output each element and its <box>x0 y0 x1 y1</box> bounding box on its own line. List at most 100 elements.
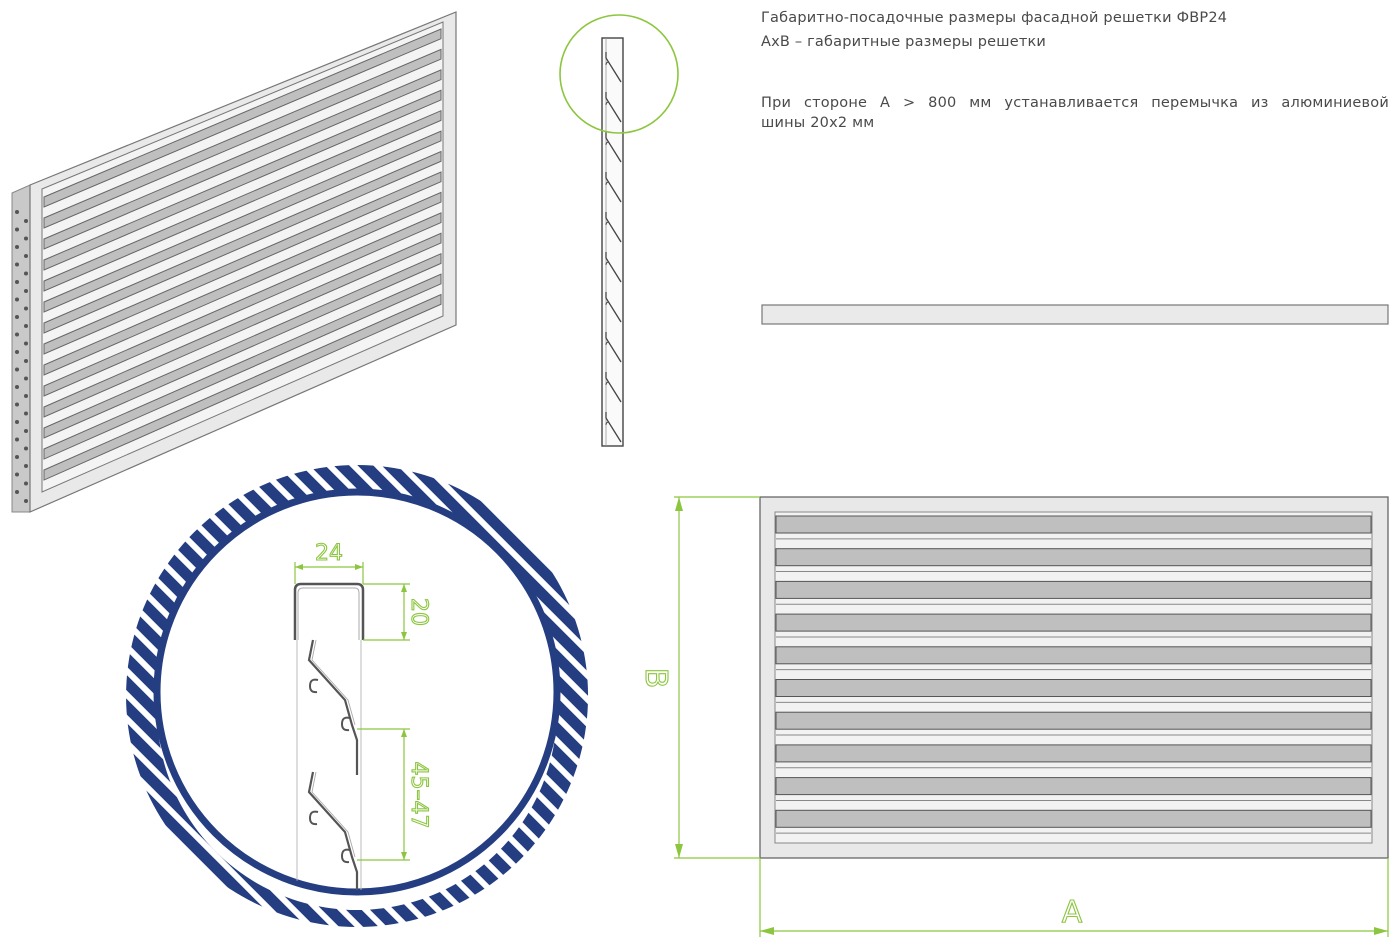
mount-hole <box>24 271 28 276</box>
side-slat <box>605 172 622 203</box>
mount-hole <box>24 236 28 241</box>
side-slat-hook <box>605 101 610 106</box>
side-slat-hook <box>605 301 610 306</box>
side-slat <box>605 132 622 163</box>
mount-hole <box>24 324 28 328</box>
dimension-label-width: 24 <box>315 541 343 566</box>
caption-subtitle: AxB – габаритные размеры решетки <box>761 34 1047 50</box>
detail-callout-circle <box>559 14 679 134</box>
front-slat <box>775 548 1372 567</box>
isometric-slats <box>43 28 442 481</box>
isometric-slat <box>43 28 442 208</box>
dimension-label-pitch: 45–47 <box>406 762 431 829</box>
front-slat <box>775 711 1372 730</box>
side-slat-hook <box>605 341 610 346</box>
side-slat-hook <box>605 421 610 426</box>
side-slat-hook <box>605 261 610 266</box>
front-slat <box>775 613 1372 632</box>
side-slat <box>605 92 622 123</box>
dimension-label-height: 20 <box>406 598 431 626</box>
mount-hole <box>15 472 19 477</box>
mount-hole <box>15 315 19 319</box>
hatch-stripe <box>0 440 44 947</box>
hatch-stripe <box>0 440 92 947</box>
isometric-slat <box>43 191 442 376</box>
mount-hole <box>15 245 19 249</box>
isometric-slat <box>43 109 442 292</box>
dimension-label-b: B <box>638 668 673 689</box>
mount-hole <box>15 210 19 214</box>
mount-hole <box>15 420 19 424</box>
front-slat <box>775 580 1372 599</box>
mount-hole <box>24 446 28 451</box>
isometric-slat <box>43 252 442 439</box>
isometric-slat <box>43 171 442 355</box>
isometric-slat <box>43 273 442 460</box>
top-view-bar <box>761 304 1389 325</box>
isometric-slat <box>43 69 442 250</box>
side-slat <box>605 212 622 243</box>
dimension-lines: A B <box>637 496 1389 937</box>
hatch-stripe <box>126 465 144 927</box>
mount-hole <box>15 385 19 389</box>
hatch-stripe <box>0 440 116 947</box>
caption-note-line2: шины 20х2 мм <box>761 115 875 131</box>
isometric-mount-holes <box>15 210 28 503</box>
isometric-slat <box>43 89 442 271</box>
mount-hole <box>24 376 28 381</box>
dimension-label-a: A <box>1062 895 1083 930</box>
isometric-slat <box>43 232 442 418</box>
mount-hole <box>15 332 19 337</box>
side-slat <box>605 412 622 443</box>
mount-hole <box>15 367 19 372</box>
side-section-view <box>559 14 679 447</box>
mount-hole <box>15 437 19 442</box>
side-slat-hook <box>605 381 610 386</box>
side-slat-hook <box>605 181 610 186</box>
isometric-side-flange <box>11 184 31 513</box>
isometric-grille <box>11 11 457 513</box>
side-slat-hook <box>605 221 610 226</box>
side-section-slats <box>605 52 622 443</box>
caption-note-line1: При стороне A > 800 мм устанавливается п… <box>761 95 1389 111</box>
mount-hole <box>15 297 19 302</box>
isometric-slat <box>43 130 442 313</box>
mount-hole <box>24 289 28 293</box>
front-slat <box>775 515 1372 534</box>
hatch-stripe <box>0 440 68 947</box>
side-section-frame <box>601 37 624 447</box>
mount-hole <box>24 481 28 486</box>
mount-hole <box>24 359 28 363</box>
side-slat <box>605 252 622 283</box>
mount-hole <box>24 464 28 468</box>
front-slat <box>775 777 1372 796</box>
front-slat <box>775 809 1372 828</box>
detail-ring-inner-border <box>153 488 561 896</box>
isometric-slat <box>43 293 442 481</box>
front-slat <box>775 679 1372 698</box>
mount-hole <box>15 262 19 267</box>
isometric-slat <box>43 212 442 397</box>
caption-title: Габаритно-посадочные размеры фасадной ре… <box>761 10 1228 26</box>
mount-hole <box>15 402 19 407</box>
side-slat <box>605 292 622 323</box>
hatch-stripe <box>408 465 589 927</box>
front-view-grille <box>759 496 1389 859</box>
side-slat-hook <box>605 61 610 66</box>
hatch-stripe <box>126 465 312 927</box>
mount-hole <box>24 411 28 416</box>
front-slat <box>775 744 1372 763</box>
detail-profile: 24 20 45–47 <box>293 540 432 890</box>
isometric-slat <box>43 48 442 229</box>
mount-hole <box>15 227 19 232</box>
mount-hole <box>24 254 28 258</box>
mount-hole <box>24 394 28 398</box>
isometric-slat <box>43 150 442 334</box>
mount-hole <box>15 280 19 284</box>
mount-hole <box>24 219 28 223</box>
side-slat-hook <box>605 141 610 146</box>
side-slat <box>605 52 622 83</box>
mount-hole <box>24 341 28 346</box>
side-slat <box>605 332 622 363</box>
